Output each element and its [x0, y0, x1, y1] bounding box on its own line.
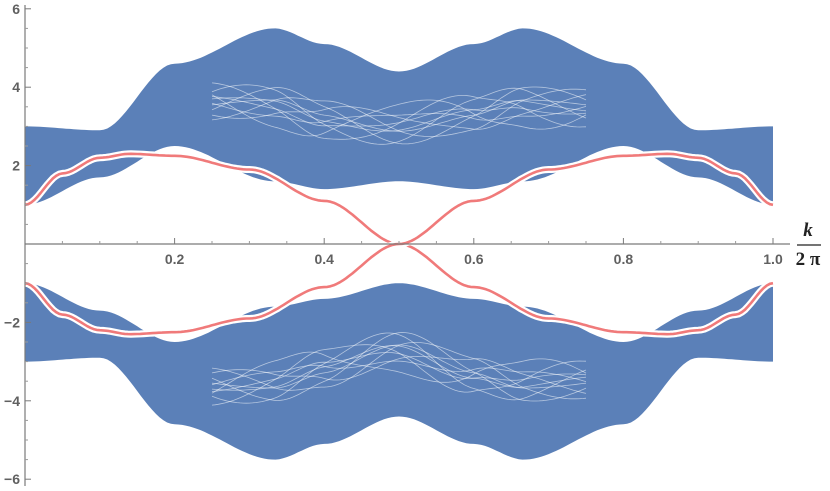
bulk-band-texture-line: [211, 94, 587, 130]
bulk-band-texture-line: [211, 345, 587, 391]
bulk-band-texture-line: [211, 86, 587, 145]
bulk-band-texture-line: [211, 102, 587, 124]
y-tick-label: −2: [4, 314, 20, 330]
y-tick-label: 2: [12, 158, 20, 174]
axes: [24, 5, 790, 486]
bulk-band-texture-line: [211, 82, 587, 140]
x-axis-label-denominator: 2 π: [796, 249, 821, 270]
bulk-band-texture-line: [211, 344, 587, 406]
y-tick-label: 4: [12, 79, 20, 95]
bulk-bands: [25, 28, 773, 460]
x-tick-label: 0.8: [614, 251, 634, 267]
bulk-band-texture-line: [211, 96, 587, 127]
bulk-band-texture-line: [211, 342, 587, 400]
bulk-band-texture-line: [211, 360, 587, 386]
x-tick-label: 0.6: [464, 251, 484, 267]
y-tick-label: −6: [4, 471, 20, 487]
x-tick-label: 0.4: [314, 251, 334, 267]
bulk-band-texture-line: [211, 99, 587, 132]
bulk-band-texture-line: [211, 97, 587, 132]
x-tick-label: 1.0: [763, 251, 783, 267]
bulk-band-texture-line: [211, 88, 587, 137]
y-tick-label: −4: [4, 393, 20, 409]
bulk-band-texture-line: [211, 352, 587, 392]
bulk-band-texture-line: [211, 344, 587, 389]
bulk-band-texture-line: [211, 332, 587, 404]
bulk-band-texture-line: [211, 94, 587, 137]
bulk-band-texture-line: [211, 84, 587, 145]
x-axis-label: k 2 π: [796, 220, 821, 270]
x-tick-label: 0.2: [165, 251, 185, 267]
ticks: 0.2 0.4 0.6 0.8 1.0 −6 −4 −2 2 4 6: [4, 1, 783, 487]
bulk-band-texture-line: [211, 332, 587, 402]
y-tick-label: 6: [12, 1, 20, 17]
bulk-band-region-2: [25, 283, 773, 460]
bulk-band-texture-line: [211, 355, 587, 394]
x-axis-label-numerator: k: [803, 220, 813, 241]
bulk-band-region-1: [25, 28, 773, 205]
bulk-band-texture-line: [211, 351, 587, 394]
